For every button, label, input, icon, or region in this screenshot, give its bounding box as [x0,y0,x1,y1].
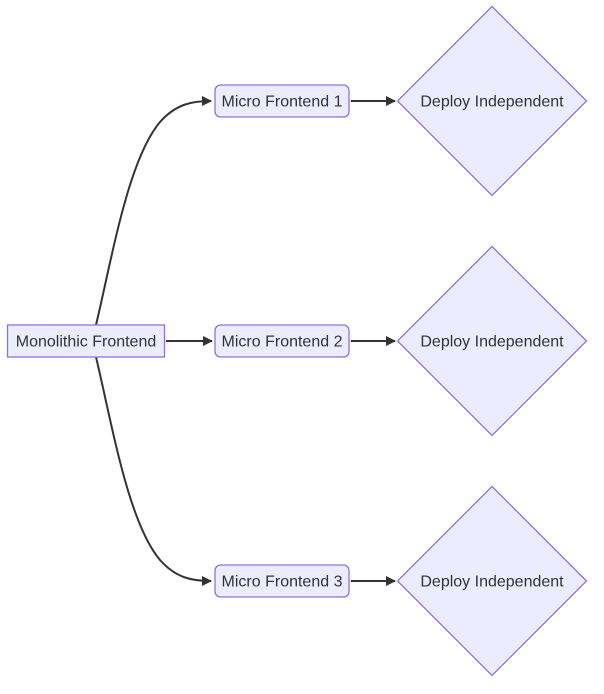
node-deploy-independent-3-shape [396,485,588,677]
edge-monolith-to-mf1 [95,96,212,326]
node-micro-frontend-1-shape [214,84,350,118]
edge-monolith-to-mf3 [95,356,212,586]
node-deploy-independent-1-label: Deploy Independent [420,94,564,111]
node-micro-frontend-3-shape [214,564,350,598]
node-micro-frontend-2: Micro Frontend 2 [214,324,350,358]
node-deploy-independent-3-label: Deploy Independent [420,574,564,591]
node-micro-frontend-2-shape [214,324,350,358]
node-micro-frontend-1: Micro Frontend 1 [214,84,350,118]
node-monolithic-frontend-shape [6,324,166,358]
node-micro-frontend-1-label: Micro Frontend 1 [222,94,343,111]
node-deploy-independent-3: Deploy Independent [396,485,588,677]
node-monolithic-frontend-label: Monolithic Frontend [16,334,157,351]
node-deploy-independent-1-shape [396,5,588,197]
node-deploy-independent-1: Deploy Independent [396,5,588,197]
node-deploy-independent-2-shape [396,245,588,437]
node-monolithic-frontend: Monolithic Frontend [6,324,166,358]
node-micro-frontend-3: Micro Frontend 3 [214,564,350,598]
node-micro-frontend-2-label: Micro Frontend 2 [222,334,343,351]
node-micro-frontend-3-label: Micro Frontend 3 [222,574,343,591]
edge-layer [95,96,396,586]
node-deploy-independent-2: Deploy Independent [396,245,588,437]
node-deploy-independent-2-label: Deploy Independent [420,334,564,351]
